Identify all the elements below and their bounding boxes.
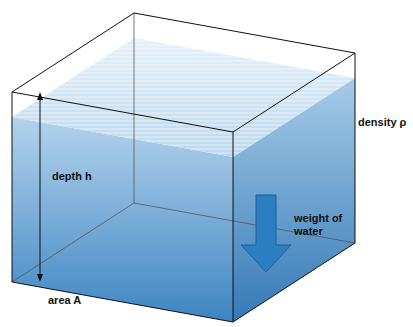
- back-edges: [12, 13, 355, 282]
- cube-edges: [12, 13, 355, 322]
- force-label: weight of water: [294, 212, 356, 238]
- water-surface-ripple: [12, 38, 355, 157]
- dimension-label: depth h: [52, 170, 100, 183]
- weight-arrow: [241, 195, 291, 272]
- depth-arrow: [37, 92, 43, 282]
- water-surface: [12, 38, 355, 157]
- property-label: density ρ: [358, 116, 410, 129]
- dimension-label: area A: [48, 294, 128, 307]
